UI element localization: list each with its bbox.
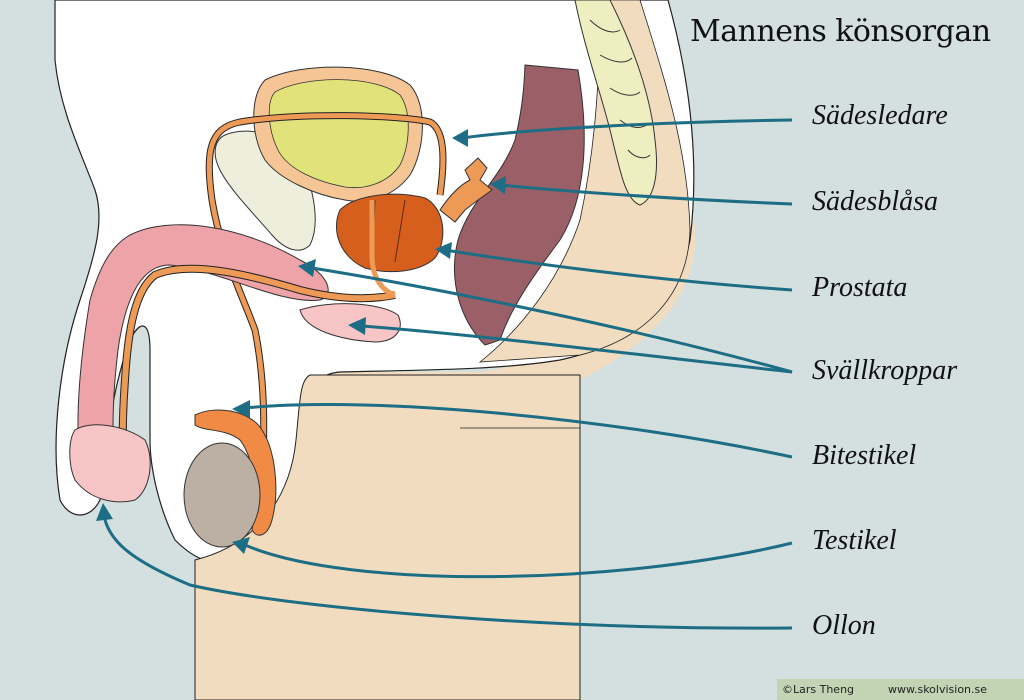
- arrowheads: [96, 129, 506, 554]
- arrow-bitestikel: [244, 403, 793, 459]
- testicle: [183, 442, 261, 548]
- label-sadesledare: Sädesledare: [812, 100, 948, 131]
- diagram-title: Mannens könsorgan: [690, 14, 991, 49]
- arrow-sadesledare: [461, 118, 793, 140]
- label-svallkroppar: Svällkroppar: [812, 355, 958, 386]
- arrow-prostata: [444, 248, 793, 292]
- urethra-fill: [119, 265, 396, 496]
- arrow-svallkroppar-1: [311, 266, 793, 374]
- urethral-bulb: [299, 303, 401, 343]
- label-sadesblasa: Sädesblåsa: [812, 186, 938, 217]
- vas-deferens-fill: [206, 113, 446, 481]
- label-prostata: Prostata: [812, 272, 908, 303]
- arrow-testikel: [244, 541, 793, 579]
- prostate: [335, 193, 444, 273]
- glans: [69, 424, 151, 503]
- arrows: [102, 118, 793, 630]
- vertebra-lines: [589, 19, 651, 159]
- sacrum-bone: [574, 0, 658, 206]
- arrow-svallkroppar-2: [361, 324, 793, 374]
- credit-bar: [777, 679, 1024, 700]
- seminal-vesicle: [439, 157, 493, 223]
- label-ollon: Ollon: [812, 610, 876, 641]
- credit-author: ©Lars Theng: [782, 683, 855, 696]
- arrow-sadesblasa: [499, 183, 793, 206]
- arrow-ollon: [102, 514, 793, 630]
- credit-website: www.skolvision.se: [888, 683, 988, 696]
- corpus-cavernosum: [77, 224, 329, 471]
- bladder: [268, 79, 409, 189]
- label-bitestikel: Bitestikel: [812, 440, 917, 471]
- rectum: [454, 64, 585, 346]
- label-testikel: Testikel: [812, 525, 897, 556]
